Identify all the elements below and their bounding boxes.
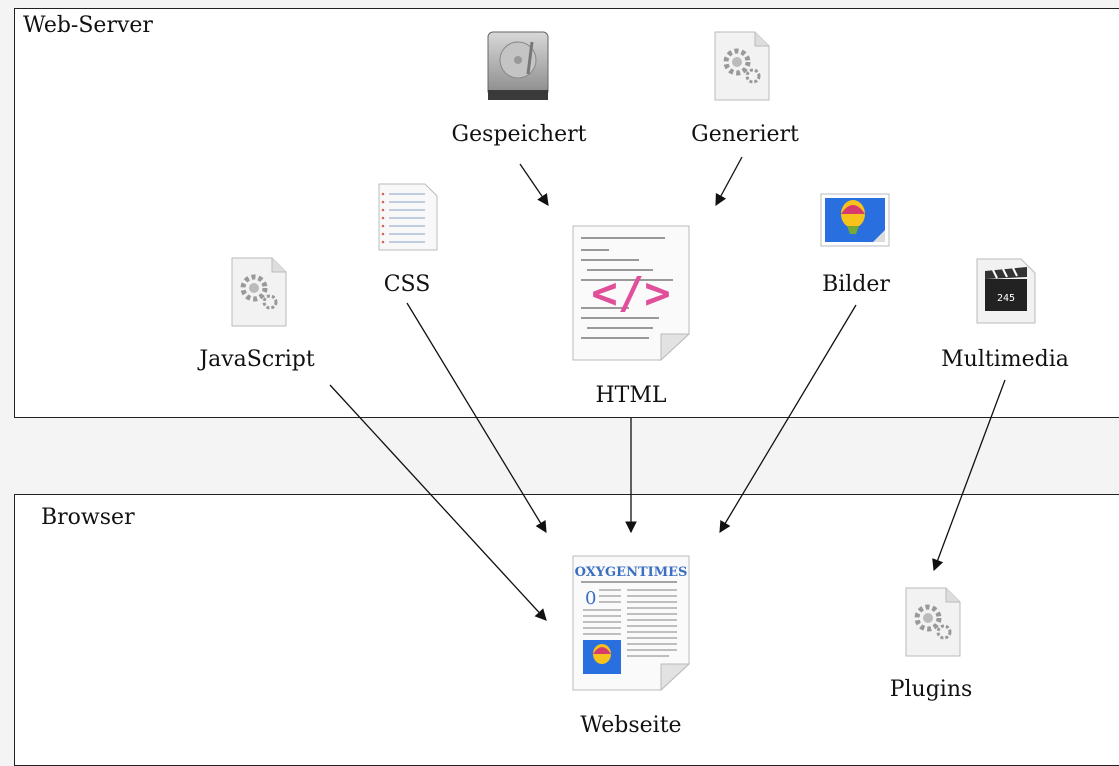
- node-label-css: CSS: [383, 272, 431, 297]
- node-label-generiert: Generiert: [691, 122, 799, 147]
- masthead-text: OXYGENTIMES: [575, 565, 688, 580]
- web-server-title: Web-Server: [23, 13, 153, 38]
- svg-text:0: 0: [585, 588, 596, 609]
- code-brackets: </>: [591, 268, 670, 319]
- node-label-multimedia: Multimedia: [941, 347, 1069, 372]
- clapper-digits: 245: [997, 293, 1015, 304]
- image-document-icon: [820, 193, 890, 247]
- node-label-html: HTML: [595, 383, 667, 408]
- browser-title: Browser: [41, 505, 135, 530]
- node-label-javascript: JavaScript: [199, 347, 315, 372]
- gear-document-icon: [905, 587, 961, 657]
- node-label-webseite: Webseite: [580, 713, 682, 738]
- node-label-plugins: Plugins: [889, 677, 973, 702]
- newspaper-document-icon: OXYGENTIMES 0: [572, 555, 691, 692]
- node-label-gespeichert: Gespeichert: [451, 122, 587, 147]
- gear-document-icon: [714, 31, 770, 101]
- web-server-region: Web-Server: [14, 8, 1119, 418]
- hard-drive-icon: [487, 31, 549, 100]
- clapperboard-icon: 245: [976, 258, 1036, 324]
- code-document-icon: </>: [572, 225, 691, 362]
- node-label-bilder: Bilder: [822, 272, 890, 297]
- gear-document-icon: [231, 257, 287, 327]
- text-document-icon: [378, 183, 438, 251]
